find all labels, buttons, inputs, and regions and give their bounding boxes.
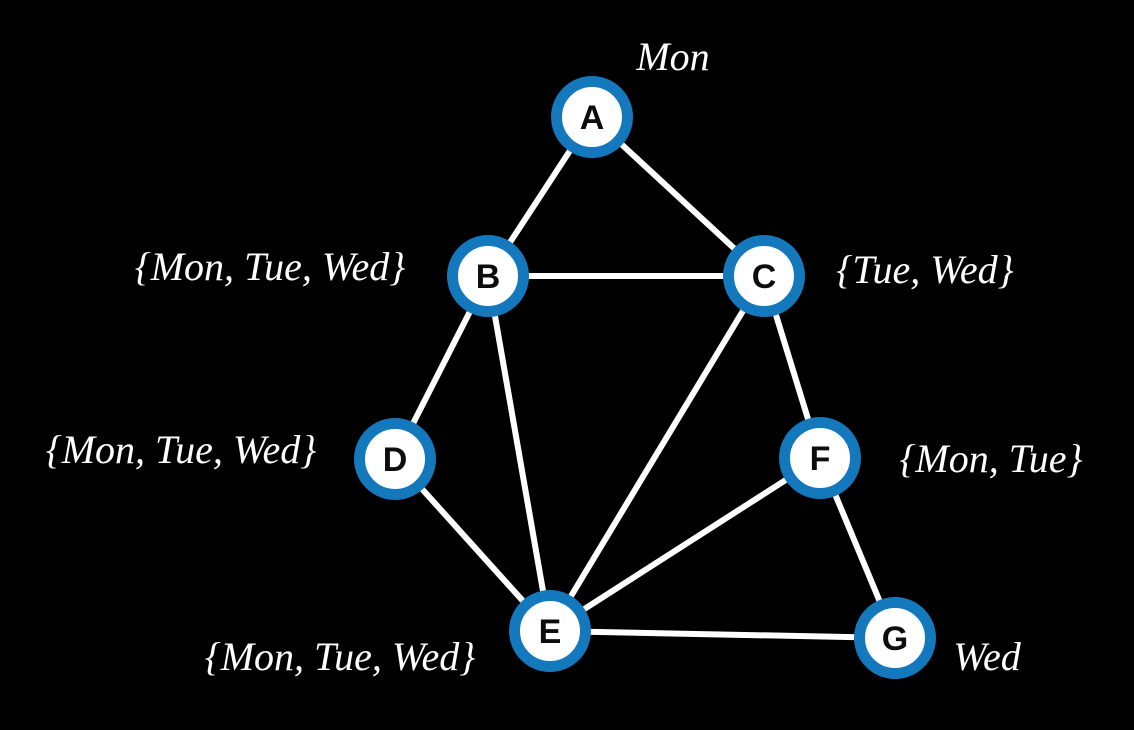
node-circle-C — [723, 235, 805, 317]
node-circle-E — [509, 590, 591, 672]
node-layer: A B C D E F G — [354, 76, 936, 679]
edge-B-E — [485, 273, 553, 634]
domain-label-F: {Mon, Tue} — [899, 436, 1082, 481]
edge-E-F — [547, 455, 823, 634]
node-D: D — [354, 418, 436, 500]
domain-label-C: {Tue, Wed} — [836, 247, 1013, 292]
node-B: B — [447, 235, 529, 317]
domain-label-E: {Mon, Tue, Wed} — [205, 634, 476, 679]
node-circle-A — [551, 76, 633, 158]
edge-C-E — [547, 273, 767, 634]
domain-label-A: Mon — [635, 34, 709, 79]
node-E: E — [509, 590, 591, 672]
node-C: C — [723, 235, 805, 317]
domain-label-D: {Mon, Tue, Wed} — [46, 427, 317, 472]
node-circle-B — [447, 235, 529, 317]
node-letter-E: E — [539, 613, 562, 651]
node-F: F — [779, 417, 861, 499]
edge-layer — [392, 114, 898, 641]
node-letter-C: C — [752, 258, 777, 296]
label-layer: Mon {Mon, Tue, Wed} {Tue, Wed} {Mon, Tue, W… — [46, 34, 1083, 679]
edge-E-G — [547, 628, 898, 641]
node-letter-D: D — [383, 441, 408, 479]
node-circle-D — [354, 418, 436, 500]
node-letter-A: A — [580, 99, 605, 137]
node-letter-F: F — [810, 440, 831, 478]
node-A: A — [551, 76, 633, 158]
node-letter-G: G — [882, 620, 908, 658]
node-G: G — [854, 597, 936, 679]
domain-label-B: {Mon, Tue, Wed} — [135, 244, 406, 289]
node-circle-G — [854, 597, 936, 679]
domain-label-G: Wed — [953, 634, 1021, 679]
node-circle-F — [779, 417, 861, 499]
node-letter-B: B — [476, 258, 501, 296]
